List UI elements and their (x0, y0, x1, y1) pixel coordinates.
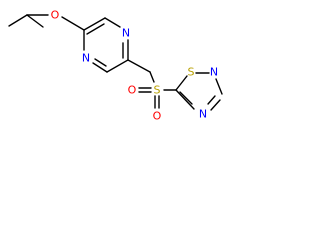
bond-td-1 (175, 75, 188, 91)
bond-o-ring (61, 16, 85, 31)
atom-thiadiazole-s: S (188, 66, 195, 79)
bond-ring-4 (106, 59, 129, 73)
bond-ring-ch2 (127, 59, 151, 73)
bond-td-3 (215, 78, 223, 95)
bond-ring-5 (92, 62, 108, 73)
atom-sulfonyl-s: S (154, 84, 161, 97)
molecule-structure: O N N S O O S N N (8, 9, 223, 123)
bond-ch2-s (149, 71, 155, 83)
atom-thiadiazole-n4: N (199, 108, 207, 121)
atom-sulfonyl-o-down: O (153, 110, 162, 123)
bond-methyl-2 (26, 14, 44, 28)
bond-ring-2 (104, 17, 121, 28)
bond-td-4b (207, 95, 216, 105)
bond-td-4 (210, 99, 221, 111)
bond-methyl-1 (8, 14, 28, 27)
atom-sulfonyl-o-left: O (128, 84, 137, 97)
bond-td-5b (179, 91, 193, 105)
bond-ring-1 (83, 17, 106, 31)
atom-pyrazine-n1: N (122, 27, 130, 40)
bond-ring-1b (86, 23, 105, 35)
atom-thiadiazole-n2: N (210, 66, 218, 79)
atom-pyrazine-n2: N (82, 52, 90, 65)
atom-ether-oxygen: O (51, 9, 60, 22)
bond-td-5 (175, 89, 195, 110)
bond-ring-5b (94, 58, 107, 67)
